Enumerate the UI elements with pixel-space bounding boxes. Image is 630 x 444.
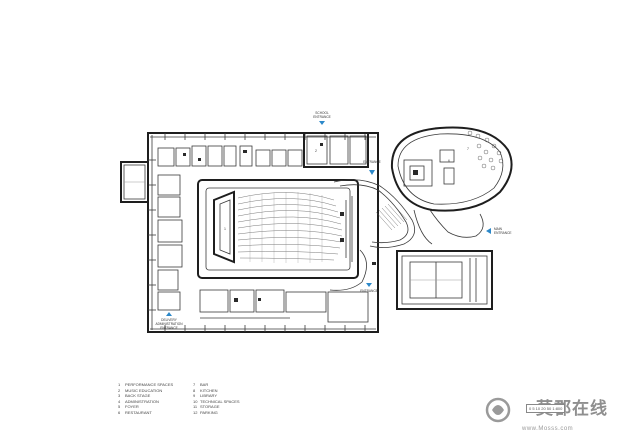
entrance-delivery-label-1: DELIVERY [161, 318, 178, 322]
left-rooms [157, 174, 183, 311]
entrance-right-marker: MAIN ENTRANCE [486, 227, 512, 235]
parking-block [396, 250, 493, 310]
arrow-left-icon [486, 228, 491, 234]
entrance-delivery-label-3: ENTRANCE [160, 326, 178, 330]
main-building [147, 132, 379, 333]
watermark-title: 莫郡在线 [536, 399, 608, 418]
entrance-low-label: ENTRANCE [360, 289, 378, 293]
arrow-down-icon [366, 283, 372, 287]
left-annex [120, 161, 149, 203]
entrance-mid-marker: ENTRANCE [363, 160, 381, 175]
top-room-marks [183, 150, 247, 161]
entrance-top-label-1: SCHOOL [315, 111, 329, 115]
watermark-url: www.Mosss.com [522, 426, 574, 432]
arrow-down-icon [369, 170, 375, 175]
entrance-low-marker: ENTRANCE [360, 283, 378, 293]
arrow-up-icon [166, 312, 172, 316]
scale-bar: 0 5 10 20 50 1:800 [526, 404, 566, 413]
top-rooms [157, 145, 303, 167]
svg-text:7: 7 [467, 147, 469, 151]
top-block: 2 [303, 132, 369, 168]
watermark-logo-icon [485, 397, 511, 423]
entrance-delivery-label-2: ADMINISTRATION [155, 322, 183, 326]
round-pavilion: 6 7 [390, 126, 513, 245]
auditorium: 1 [197, 179, 359, 279]
svg-text:6: 6 [448, 159, 450, 163]
entrance-top-label-2: ENTRANCE [313, 115, 331, 119]
bottom-room-marks [234, 298, 261, 302]
svg-text:1: 1 [224, 227, 226, 231]
entrance-right-label-1: MAIN [494, 227, 503, 231]
arrow-down-icon [319, 121, 325, 125]
entrance-top-marker: SCHOOL ENTRANCE [313, 111, 331, 125]
entrance-delivery-marker: DELIVERY ADMINISTRATION ENTRANCE [155, 312, 183, 330]
svg-text:2: 2 [315, 149, 317, 153]
foyer-ribbon [329, 179, 416, 291]
seating [237, 192, 343, 261]
seating-hatch [249, 192, 323, 263]
entrance-mid-label: ENTRANCE [363, 160, 381, 164]
entrance-right-label-2: ENTRANCE [494, 231, 512, 235]
bottom-rooms [199, 289, 369, 323]
